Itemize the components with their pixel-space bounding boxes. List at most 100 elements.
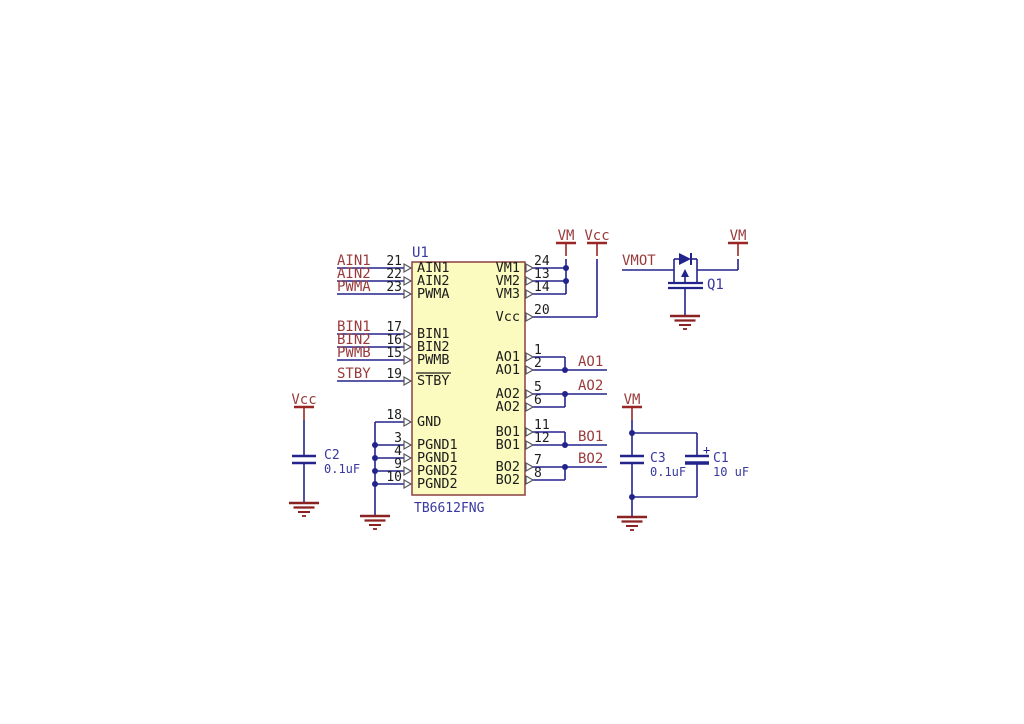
pin-chevron-icon [403, 354, 413, 366]
power-flag-vm: VM [558, 228, 575, 244]
capacitor-value: 10 uF [713, 465, 749, 479]
pin-chevron-icon [403, 375, 413, 387]
pin-number: 3 [394, 431, 402, 446]
pin-chevron-icon [525, 288, 535, 300]
pin-chevron-icon [525, 311, 535, 323]
pin-chevron-icon [403, 262, 413, 274]
pin-chevron-icon [403, 416, 413, 428]
junction-dot [563, 278, 569, 284]
pin-number: 1 [534, 343, 542, 358]
pin-name: PGND1 [417, 437, 458, 453]
pin-name: GND [417, 414, 441, 430]
pin-name: BO1 [496, 424, 520, 440]
pin-number: 15 [386, 346, 402, 361]
net-label: BIN1 [337, 319, 371, 335]
pin-number: 21 [386, 254, 402, 269]
capacitor-ref: C2 [324, 448, 340, 463]
pin-number: 2 [534, 356, 542, 371]
pin-chevron-icon [525, 426, 535, 438]
pin-name: VM1 [496, 260, 520, 276]
pin-chevron-icon [403, 341, 413, 353]
pin-chevron-icon [525, 401, 535, 413]
pin-name: AO1 [496, 349, 520, 365]
pin-number: 23 [386, 280, 402, 295]
pin-number: 19 [386, 367, 402, 382]
net-label-vmot: VMOT [622, 253, 656, 269]
pin-number: 17 [386, 320, 402, 335]
pin-name: BO2 [496, 459, 520, 475]
pin-name: BO1 [496, 437, 520, 453]
pin-number: 12 [534, 431, 550, 446]
pin-chevron-icon [403, 478, 413, 490]
pin-name: PGND2 [417, 476, 458, 492]
ic-refdes: U1 [412, 245, 429, 261]
pin-chevron-icon [403, 328, 413, 340]
pin-number: 7 [534, 453, 542, 468]
pin-chevron-icon [525, 474, 535, 486]
mosfet-arrow [681, 269, 689, 277]
pin-name: PWMB [417, 352, 450, 368]
pin-number: 24 [534, 254, 550, 269]
pin-number: 18 [386, 408, 402, 423]
pin-chevron-icon [525, 388, 535, 400]
net-label: AO2 [578, 378, 603, 394]
pin-name: PGND2 [417, 463, 458, 479]
pin-name: AIN2 [417, 273, 450, 289]
pin-chevron-icon [525, 364, 535, 376]
pin-number: 10 [386, 470, 402, 485]
pin-name: STBY [417, 373, 450, 389]
pin-name: Vcc [496, 309, 520, 325]
junction-dot [563, 265, 569, 271]
pin-number: 22 [386, 267, 402, 282]
pin-chevron-icon [525, 351, 535, 363]
mosfet-body-diode [679, 253, 691, 265]
capacitor-value: 0.1uF [650, 465, 686, 479]
pin-number: 6 [534, 393, 542, 408]
net-label: PWMA [337, 279, 371, 295]
net-label: AIN2 [337, 266, 371, 282]
pin-chevron-icon [403, 288, 413, 300]
power-flag-vm: VM [624, 392, 641, 408]
pin-number: 20 [534, 303, 550, 318]
pin-chevron-icon [525, 262, 535, 274]
pin-number: 9 [394, 457, 402, 472]
pin-name: BIN2 [417, 339, 450, 355]
net-label: STBY [337, 366, 371, 382]
pin-chevron-icon [403, 465, 413, 477]
pin-chevron-icon [403, 275, 413, 287]
ic-body [411, 261, 526, 496]
pin-name: BIN1 [417, 326, 450, 342]
pin-name: AO2 [496, 386, 520, 402]
pin-chevron-icon [403, 439, 413, 451]
pin-number: 8 [534, 466, 542, 481]
pin-chevron-icon [525, 439, 535, 451]
polarity-plus: + [703, 443, 710, 457]
pin-name: VM2 [496, 273, 520, 289]
pin-chevron-icon [403, 452, 413, 464]
pin-chevron-icon [525, 461, 535, 473]
net-label: BO2 [578, 451, 603, 467]
pin-name: PGND1 [417, 450, 458, 466]
ic-part-number: TB6612FNG [414, 501, 485, 516]
pin-name: VM3 [496, 286, 520, 302]
pin-number: 13 [534, 267, 550, 282]
pin-chevron-icon [525, 275, 535, 287]
capacitor-value: 0.1uF [324, 462, 360, 476]
pin-number: 5 [534, 380, 542, 395]
pin-name: AO1 [496, 362, 520, 378]
net-label: BIN2 [337, 332, 371, 348]
power-flag-vcc: Vcc [291, 392, 316, 408]
transistor-refdes: Q1 [707, 277, 724, 293]
capacitor-ref: C3 [650, 451, 666, 466]
pin-number: 4 [394, 444, 402, 459]
capacitor-ref: C1 [713, 451, 729, 466]
net-label: PWMB [337, 345, 371, 361]
pin-number: 11 [534, 418, 550, 433]
pin-name: AIN1 [417, 260, 450, 276]
pin-name: PWMA [417, 286, 450, 302]
net-label: AIN1 [337, 253, 371, 269]
power-flag-vm: VM [730, 228, 747, 244]
pin-number: 14 [534, 280, 550, 295]
pin-name: AO2 [496, 399, 520, 415]
